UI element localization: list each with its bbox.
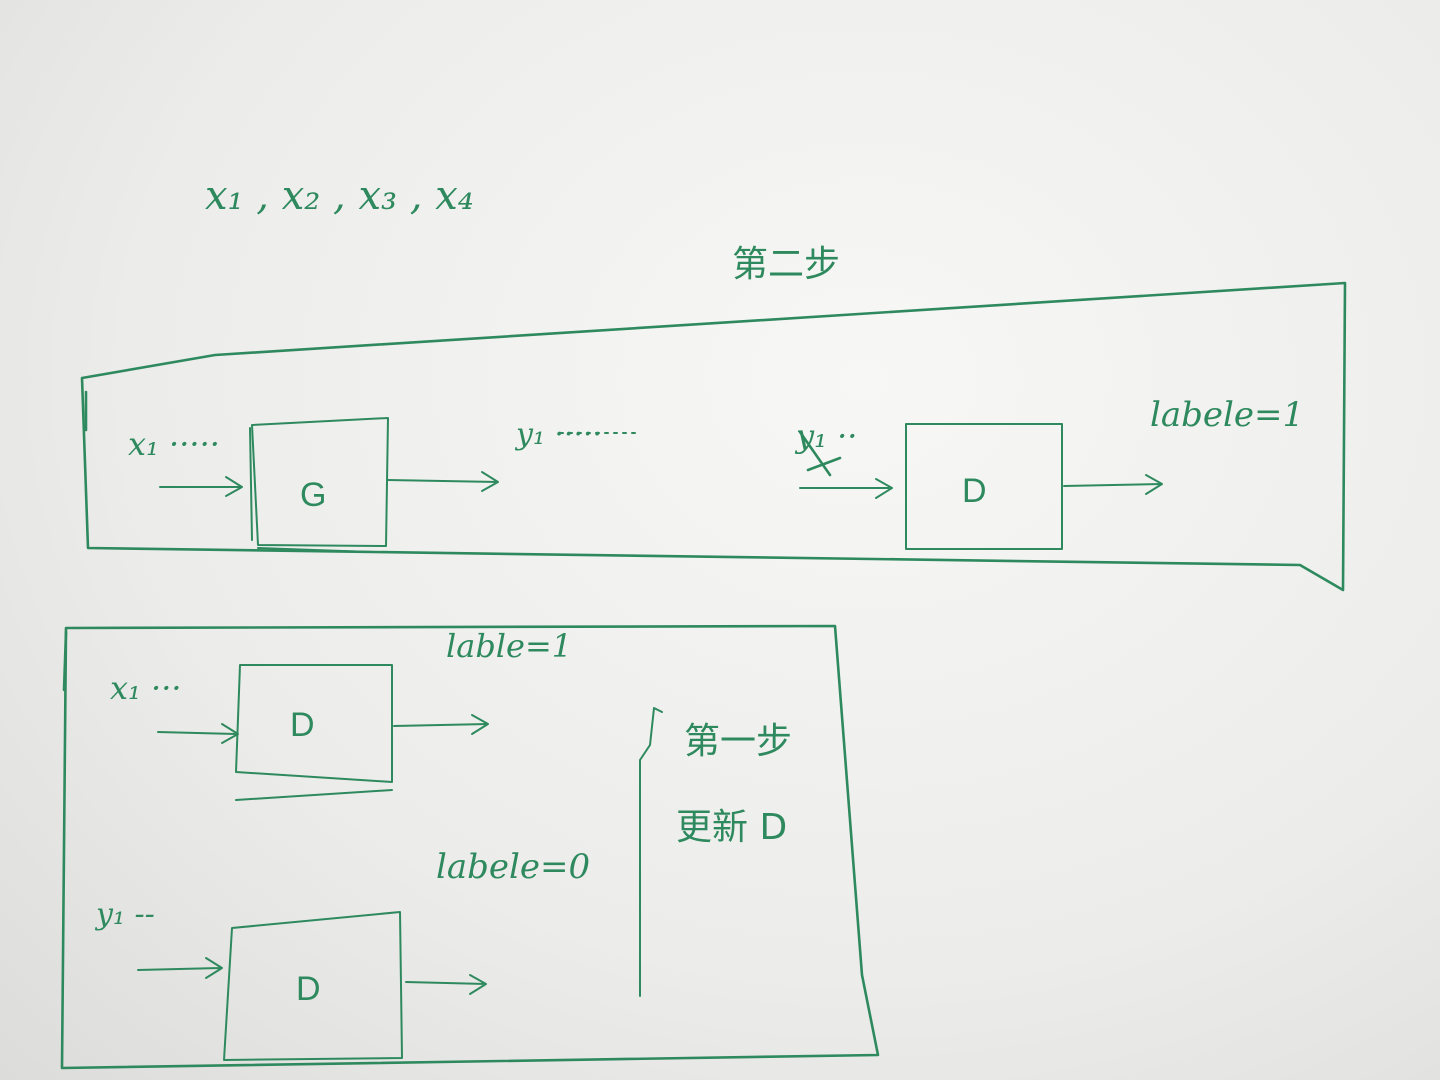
step-one-brace [639, 707, 663, 997]
discriminator-label-step-two: D [962, 472, 987, 510]
arrow-into-generator [159, 476, 243, 497]
arrow-into-real-d [157, 723, 239, 744]
arrow-out-discriminator [1063, 474, 1163, 495]
step-two-frame [80, 281, 1347, 592]
generated-output-label: y₁ ····· [516, 417, 603, 452]
generator-label: G [300, 476, 327, 514]
fake-input-label: y₁ -- [96, 897, 155, 932]
variables-label: x₁ , x₂ , x₃ , x₄ [205, 173, 474, 219]
step-two-output-label: labele=1 [1150, 395, 1305, 435]
fake-output-label: labele=0 [436, 847, 591, 887]
discriminator-label-real: D [290, 706, 315, 744]
real-input-label: x₁ ··· [110, 669, 182, 707]
arrow-out-real-d [393, 714, 489, 735]
discriminator-box-real [235, 664, 393, 783]
scribble-mark [798, 430, 842, 477]
discriminator-box-fake [223, 911, 403, 1061]
arrow-into-fake-d [137, 957, 223, 979]
arrow-out-fake-d [405, 974, 487, 995]
step-one-title: 第一步 [684, 721, 793, 762]
arrow-out-generator [387, 471, 499, 492]
generator-input-label: x₁ ····· [128, 425, 220, 463]
discriminator-box-real-under [235, 789, 393, 801]
step-one-subtitle: 更新 D [676, 807, 788, 848]
generator-box [249, 417, 389, 553]
arrow-into-discriminator [799, 478, 893, 499]
real-output-label: lable=1 [446, 627, 573, 665]
step-one-frame-mark [62, 630, 68, 692]
step-one-frame [60, 624, 880, 1070]
discriminator-box-step-two [905, 423, 1063, 550]
discriminator-input-label: y₁ ·· [796, 417, 858, 455]
discriminator-label-fake: D [296, 970, 321, 1008]
step-two-title: 第二步 [732, 244, 841, 285]
